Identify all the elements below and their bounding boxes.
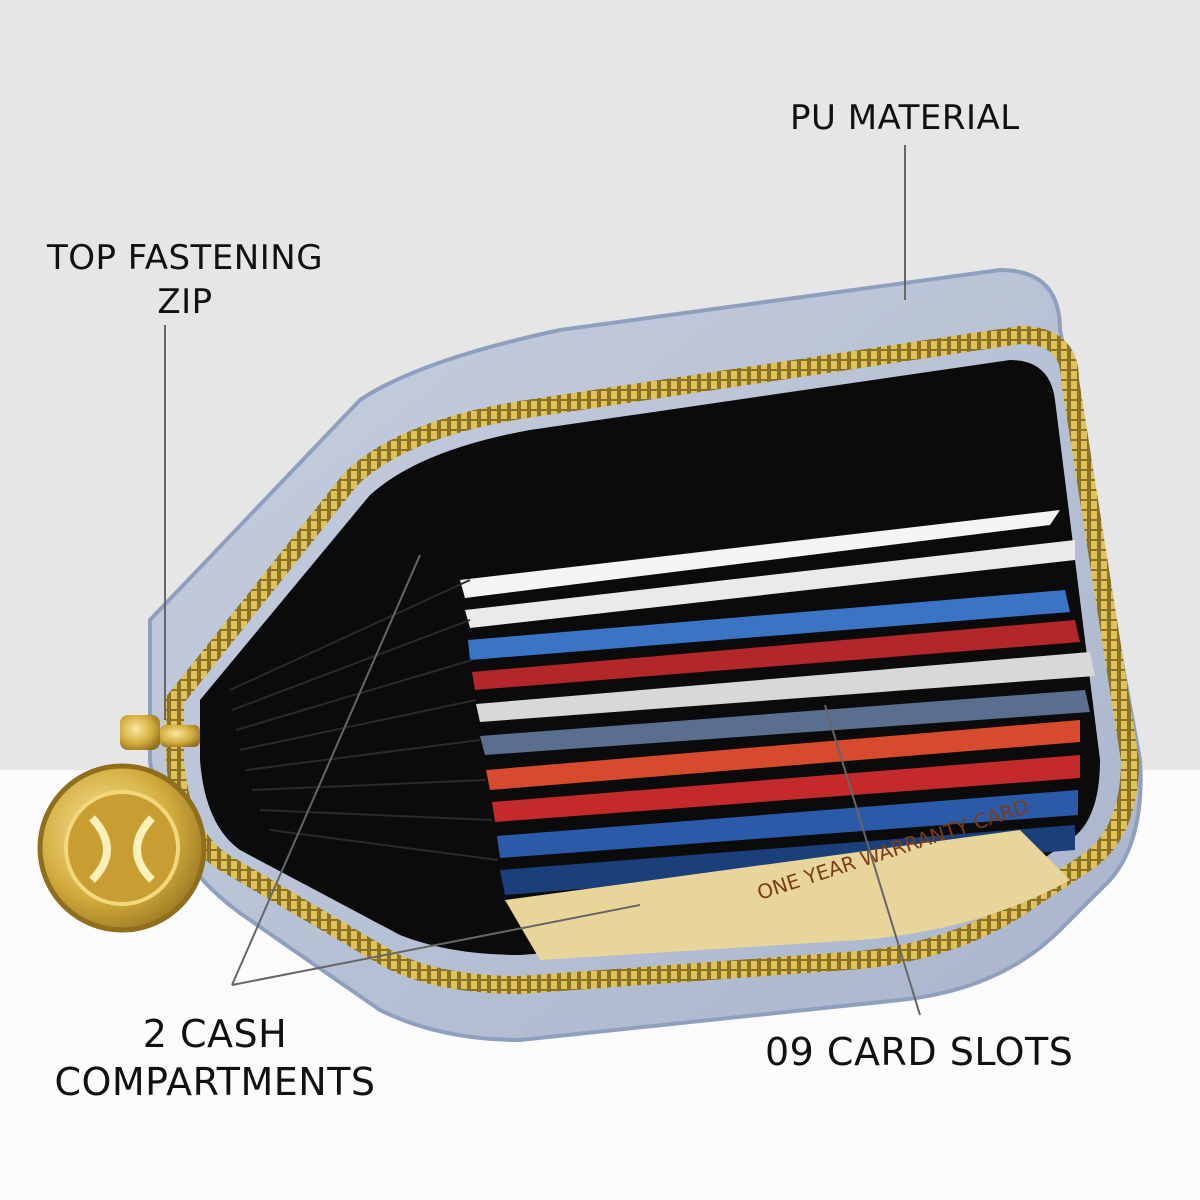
accordion-pleats (229, 579, 499, 861)
top-zip-line2: ZIP (157, 282, 213, 322)
cash-line2: COMPARTMENTS (54, 1060, 376, 1104)
leader-cash-1 (231, 554, 421, 986)
card-slots-text: 09 CARD SLOTS (765, 1030, 1074, 1074)
leader-lines (164, 145, 921, 1016)
warranty-card (505, 830, 1070, 960)
zipper-track (166, 325, 1140, 995)
top-zip-line1: TOP FASTENING (46, 238, 324, 278)
cash-compartments-label: 2 CASH COMPARTMENTS (40, 1010, 390, 1106)
card-slots (460, 510, 1095, 895)
leader-slots (824, 704, 921, 1016)
gold-charm-icon (37, 715, 207, 933)
top-fastening-zip-label: TOP FASTENING ZIP (40, 236, 330, 324)
pu-material-label: PU MATERIAL (790, 96, 1020, 140)
leader-cash-2 (231, 904, 641, 986)
card-slots-label: 09 CARD SLOTS (765, 1030, 1073, 1074)
cash-line1: 2 CASH (142, 1012, 288, 1056)
pu-material-text: PU MATERIAL (790, 98, 1020, 138)
